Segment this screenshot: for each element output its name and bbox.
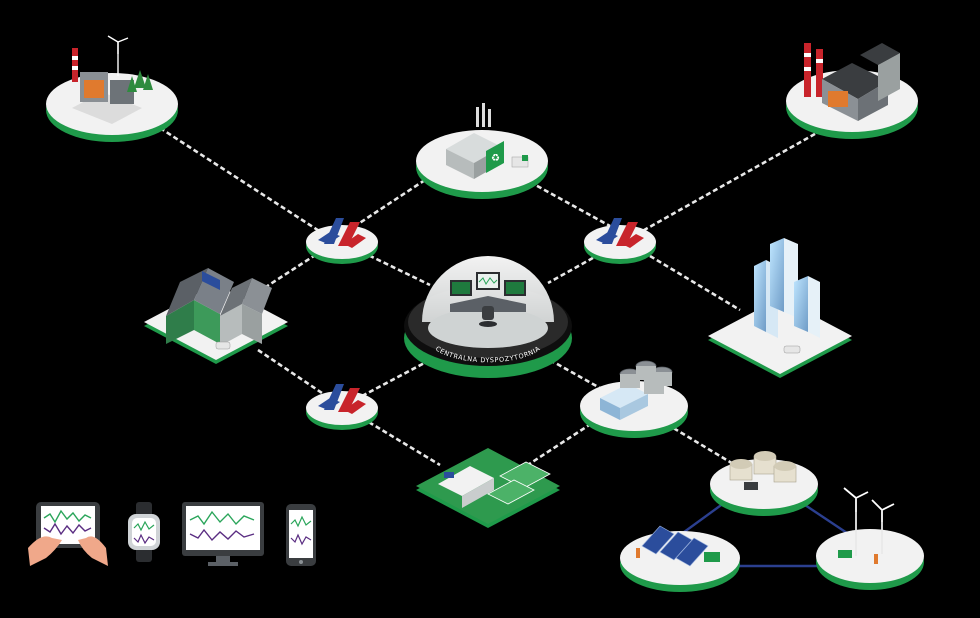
link-storage-to-biogas [659,418,736,467]
svg-text:♻: ♻ [491,153,500,164]
device-smartphone [286,504,316,566]
link-switch-b-to-hub [547,252,601,285]
link-houses-to-switch-a [257,250,321,294]
switch-node-b [584,218,656,264]
central-dispatch-hub: CENTRALNA DYSPOZYTORNIA [404,256,572,378]
link-switch-c-to-hub [361,358,431,398]
link-recycling-to-switch-a [354,178,426,228]
node-residential-houses [144,268,288,364]
node-sports-campus [416,448,560,528]
connection-links [159,126,823,472]
link-power-plant-to-switch-a [159,126,331,240]
device-desktop-monitor [182,502,264,566]
node-conventional-power-plant [46,35,178,142]
switch-node-c [306,384,378,430]
link-switch-a-to-hub [361,250,431,287]
link-houses-to-switch-c [257,348,326,397]
link-recycling-to-switch-b [529,180,611,228]
link-switch-c-to-campus [361,416,441,467]
node-biogas-plant [710,451,818,516]
node-waste-recycling-plant: ♻ [416,103,548,199]
node-office-buildings [708,238,852,378]
node-energy-storage-facility [580,360,688,438]
link-switch-b-to-offices [649,254,741,312]
link-campus-to-storage [519,416,601,472]
switch-node-a [306,218,378,264]
device-tablet [28,502,108,566]
link-hub-to-storage [549,358,601,390]
device-smartwatch [128,502,160,562]
node-wind-farm [816,487,924,590]
node-solar-farm [620,525,740,592]
link-industrial-to-switch-b [629,128,823,240]
node-industrial-plant [786,43,918,139]
